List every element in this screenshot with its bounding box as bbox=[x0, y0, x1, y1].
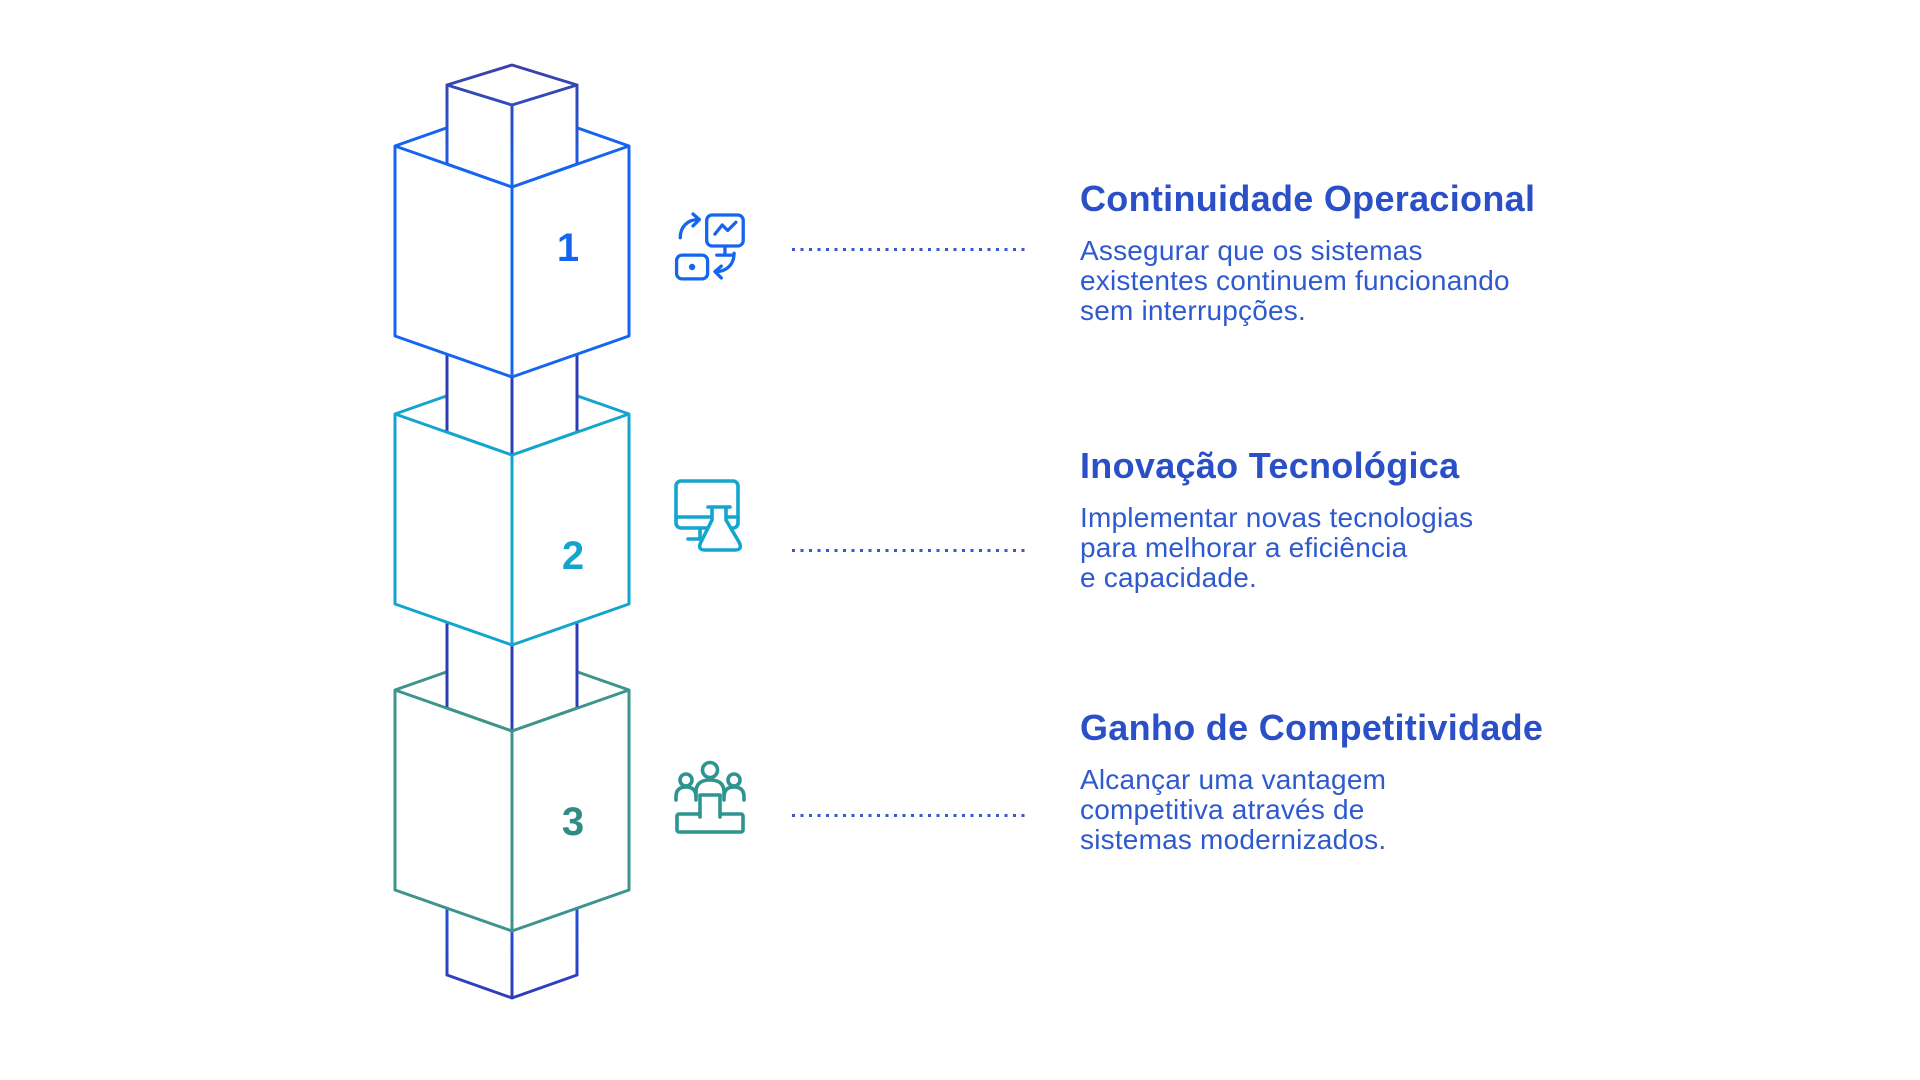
sync-arrow-up-icon bbox=[678, 217, 701, 240]
podium-winners-icon bbox=[674, 760, 746, 834]
section-1-title: Continuidade Operacional bbox=[1080, 178, 1536, 219]
podium-step-icon bbox=[698, 793, 722, 819]
section-2-title: Inovação Tecnológica bbox=[1080, 445, 1460, 486]
monitor-flask-icon bbox=[674, 479, 743, 552]
dotted-connector-2 bbox=[792, 549, 1030, 552]
device-box-icon bbox=[674, 253, 710, 281]
sync-arrow-down-icon bbox=[714, 251, 736, 274]
person-center-icon bbox=[700, 760, 720, 780]
section-2-description: Implementar novas tecnologias para melho… bbox=[1080, 502, 1474, 593]
person-left-icon bbox=[678, 772, 694, 788]
monitor-icon bbox=[674, 479, 740, 530]
tower-top-cube bbox=[445, 63, 579, 189]
person-right-icon bbox=[726, 772, 742, 788]
block-3-number: 3 bbox=[562, 800, 584, 844]
section-3-description: Alcançar uma vantagem competitiva atravé… bbox=[1080, 764, 1387, 855]
section-3-title: Ganho de Competitividade bbox=[1080, 707, 1544, 748]
block-2: 2 bbox=[393, 371, 631, 647]
section-1: Continuidade Operacional Assegurar que o… bbox=[1080, 179, 1660, 326]
dotted-connector-3 bbox=[792, 814, 1030, 817]
block-2-number: 2 bbox=[562, 534, 584, 578]
monitor-chart-icon bbox=[705, 213, 745, 248]
block-1-number: 1 bbox=[557, 226, 579, 270]
tower-graphic: 3 2 1 bbox=[393, 63, 631, 1000]
section-3: Ganho de Competitividade Alcançar uma va… bbox=[1080, 708, 1660, 855]
section-1-description: Assegurar que os sistemas existentes con… bbox=[1080, 235, 1510, 326]
flask-icon bbox=[697, 506, 743, 552]
section-2: Inovação Tecnológica Implementar novas t… bbox=[1080, 446, 1660, 593]
dotted-connector-1 bbox=[792, 248, 1030, 251]
system-sync-icon bbox=[674, 212, 745, 281]
